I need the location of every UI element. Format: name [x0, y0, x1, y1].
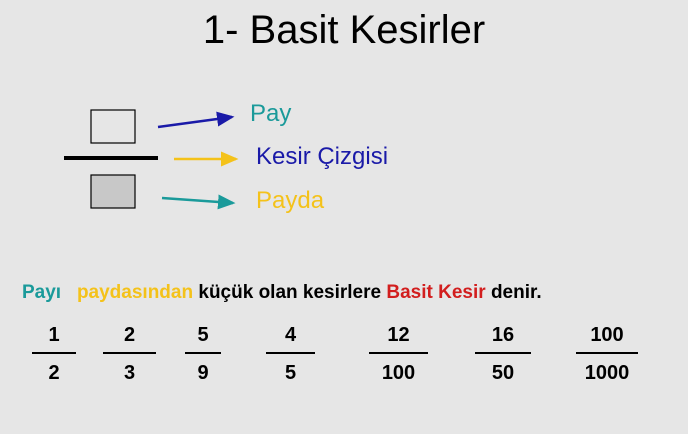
fraction-numerator: 4 — [284, 324, 297, 346]
fraction-example: 2 3 — [103, 324, 156, 384]
fraction-example: 4 5 — [266, 324, 315, 384]
fraction-denominator: 9 — [197, 362, 209, 384]
fraction-example: 16 50 — [475, 324, 531, 384]
sentence-basit-kesir: Basit Kesir — [386, 282, 486, 303]
fraction-example: 1 2 — [32, 324, 76, 384]
numerator-box — [90, 109, 136, 144]
fraction-line — [369, 352, 428, 354]
fraction-example: 5 9 — [185, 324, 221, 384]
fraction-denominator: 50 — [491, 362, 515, 384]
fraction-numerator: 100 — [590, 324, 624, 346]
fraction-line — [32, 352, 76, 354]
fraction-numerator: 12 — [387, 324, 410, 346]
label-payda: Payda — [256, 187, 325, 214]
arrow-to-payda — [161, 194, 236, 210]
fraction-denominator: 5 — [284, 362, 297, 384]
fraction-line — [103, 352, 156, 354]
arrow-to-pay — [157, 111, 235, 129]
fraction-line — [576, 352, 638, 354]
fraction-line — [475, 352, 531, 354]
fraction-denominator: 3 — [123, 362, 136, 384]
fraction-denominator: 2 — [48, 362, 60, 384]
fraction-numerator: 1 — [48, 324, 60, 346]
denominator-box — [90, 174, 136, 209]
fraction-numerator: 2 — [123, 324, 136, 346]
sentence-middle: küçük olan kesirlere — [198, 282, 382, 303]
fraction-example: 12 100 — [369, 324, 428, 384]
fraction-line — [185, 352, 221, 354]
label-kesir-cizgisi: Kesir Çizgisi — [256, 143, 389, 170]
label-pay: Pay — [250, 100, 292, 127]
sentence-paydasindan: paydasından — [76, 282, 194, 303]
page-title: 1- Basit Kesirler — [202, 8, 486, 52]
sentence-pay: Payı — [22, 282, 62, 303]
fraction-denominator: 100 — [381, 362, 416, 384]
fraction-numerator: 16 — [491, 324, 515, 346]
fraction-line — [266, 352, 315, 354]
fraction-denominator: 1000 — [584, 362, 630, 384]
definition-sentence: Payı paydasından küçük olan kesirlere Ba… — [22, 282, 542, 304]
fraction-example: 100 1000 — [576, 324, 638, 384]
fraction-numerator: 5 — [197, 324, 209, 346]
sentence-end: denir. — [490, 282, 542, 303]
